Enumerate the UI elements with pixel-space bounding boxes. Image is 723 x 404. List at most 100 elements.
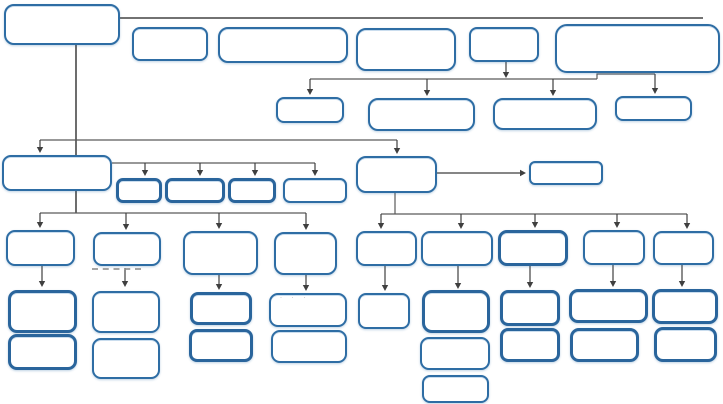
connector-arrow [678,265,686,287]
node-lg-sub-1[interactable] [116,178,162,203]
connector-arrow [613,214,621,228]
arrowhead-icon [36,222,44,228]
node-lcol-1-leaf-1[interactable] [8,290,77,333]
connector-arrow [302,213,310,230]
arrowhead-icon [609,281,617,287]
node-lcol-2-leaf-2[interactable] [92,338,160,379]
connector-arrow [302,275,310,291]
node-rcol-2-leaf-2[interactable] [420,337,490,370]
node-lcol-4-leaf-1[interactable] [269,293,347,327]
node-lcol-3[interactable] [183,231,258,275]
connector-arrow [531,214,539,228]
connector-arrow [122,213,130,230]
connector-arrow [377,214,385,229]
node-left-group[interactable] [2,155,112,191]
dashed-underline [92,268,141,270]
connector-line [596,73,655,79]
arrowhead-icon [651,88,659,94]
connector-arrow [437,169,526,177]
arrowhead-icon [678,281,686,287]
arrowhead-icon [377,223,385,229]
connector-arrow [36,213,44,228]
arrowhead-icon [38,281,46,287]
node-sub-2[interactable] [368,98,475,131]
arrowhead-icon [683,223,691,229]
connector-arrow [38,266,46,287]
node-top-4[interactable] [469,27,539,62]
arrowhead-icon [423,90,431,96]
connector-arrow [36,140,44,153]
arrowhead-icon [393,148,401,154]
connector-arrow [502,62,510,78]
arrowhead-icon [381,285,389,291]
node-rcol-1[interactable] [356,231,417,266]
node-lcol-3-leaf-2[interactable] [189,329,253,362]
arrowhead-icon [502,72,510,78]
node-lg-sub-4[interactable] [283,178,347,203]
node-right-ref[interactable] [529,161,603,185]
arrowhead-icon [302,224,310,230]
connector-arrow [121,268,129,287]
node-lcol-4[interactable] [274,232,337,275]
arrowhead-icon [36,147,44,153]
node-rcol-5-leaf-2[interactable] [654,327,717,362]
connector-arrow [306,79,314,95]
arrowhead-icon [526,282,534,288]
connector-arrow [141,163,149,176]
node-lcol-2[interactable] [93,232,161,266]
node-lcol-1-leaf-2[interactable] [8,334,77,370]
node-rcol-5-leaf-1[interactable] [652,289,718,324]
dots-placeholder: · · · [280,295,310,301]
connector-arrow [215,213,223,229]
node-rcol-4-leaf-1[interactable] [569,289,648,323]
node-rcol-4[interactable] [583,230,645,265]
node-rcol-4-leaf-2[interactable] [570,328,639,362]
node-top-3[interactable] [356,28,456,71]
arrowhead-icon [122,224,130,230]
node-sub-1[interactable] [276,97,344,123]
connector-arrow [215,275,223,290]
arrowhead-icon [302,285,310,291]
node-lg-sub-3[interactable] [228,178,276,203]
node-top-5[interactable] [555,24,720,73]
node-top-1[interactable] [132,27,208,61]
node-right-group[interactable] [356,156,437,193]
node-rcol-5[interactable] [653,231,714,265]
node-sub-3[interactable] [493,98,597,130]
arrowhead-icon [457,223,465,229]
node-lg-sub-2[interactable] [165,178,225,203]
node-sub-4[interactable] [615,96,692,121]
connector-arrow [609,265,617,287]
connector-arrow [683,214,691,229]
node-top-2[interactable] [218,27,348,63]
connector-arrow [393,140,401,154]
node-rcol-2-leaf-1[interactable] [422,290,490,333]
node-lcol-2-leaf-1[interactable] [92,291,160,333]
node-lcol-1[interactable] [6,230,75,266]
arrowhead-icon [141,170,149,176]
node-rcol-2-leaf-3[interactable] [422,375,489,403]
arrowhead-icon [613,222,621,228]
arrowhead-icon [531,222,539,228]
connector-arrow [526,266,534,288]
node-rcol-1-leaf-1[interactable] [358,293,410,329]
arrowhead-icon [215,223,223,229]
arrowhead-icon [311,170,319,176]
arrowhead-icon [196,170,204,176]
connector-arrow [457,214,465,229]
node-rcol-3[interactable] [498,230,568,266]
node-rcol-3-leaf-2[interactable] [500,328,560,362]
node-lcol-3-leaf-1[interactable] [190,292,252,325]
connector-arrow [251,163,259,176]
arrowhead-icon [549,90,557,96]
node-lcol-4-leaf-2[interactable] [271,330,347,363]
node-rcol-2[interactable] [421,231,493,266]
arrowhead-icon [121,281,129,287]
node-rcol-3-leaf-1[interactable] [500,290,560,326]
arrowhead-icon [454,283,462,289]
node-root[interactable] [4,4,120,45]
connector-arrow [381,266,389,291]
arrowhead-icon [215,284,223,290]
